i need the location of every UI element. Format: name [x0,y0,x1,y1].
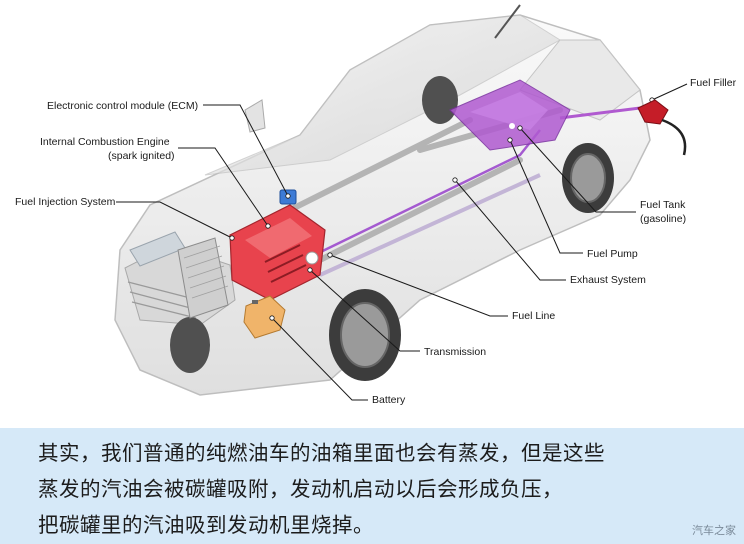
leader-lines [116,83,688,401]
car-fuel-system-diagram: Electronic control module (ECM) Internal… [15,4,737,406]
caption-line-1: 其实，我们普通的纯燃油车的油箱里面也会有蒸发，但是这些 [38,441,605,465]
label-ecm: Electronic control module (ECM) [47,100,198,112]
label-fuel-tank-sub: (gasoline) [640,213,686,225]
label-fuel-pump: Fuel Pump [587,248,638,260]
label-ice: Internal Combustion Engine [40,136,170,148]
label-exhaust: Exhaust System [570,274,646,286]
caption-line-3: 把碳罐里的汽油吸到发动机里烧掉。 [38,513,374,537]
wheels [170,76,614,381]
radiator [177,237,229,319]
caption-line-2: 蒸发的汽油会被碳罐吸附，发动机启动以后会形成负压， [38,477,563,501]
label-fuel-tank: Fuel Tank [640,199,686,211]
label-battery: Battery [372,394,406,406]
label-fuel-filler: Fuel Filler [690,77,737,89]
fuel-tank [449,79,571,151]
engine [229,204,326,301]
fuel-nozzle [637,99,687,156]
label-transmission: Transmission [424,346,486,358]
caption-panel: 其实，我们普通的纯燃油车的油箱里面也会有蒸发，但是这些 蒸发的汽油会被碳罐吸附，… [0,428,744,544]
label-fuel-injection: Fuel Injection System [15,196,116,208]
label-ice-sub: (spark ignited) [108,150,175,162]
fuel-filler-pipe [559,106,641,120]
watermark-text: 汽车之家 [692,524,736,537]
battery [243,295,286,339]
label-fuel-line: Fuel Line [512,310,555,322]
exhaust-pipe [319,173,541,277]
